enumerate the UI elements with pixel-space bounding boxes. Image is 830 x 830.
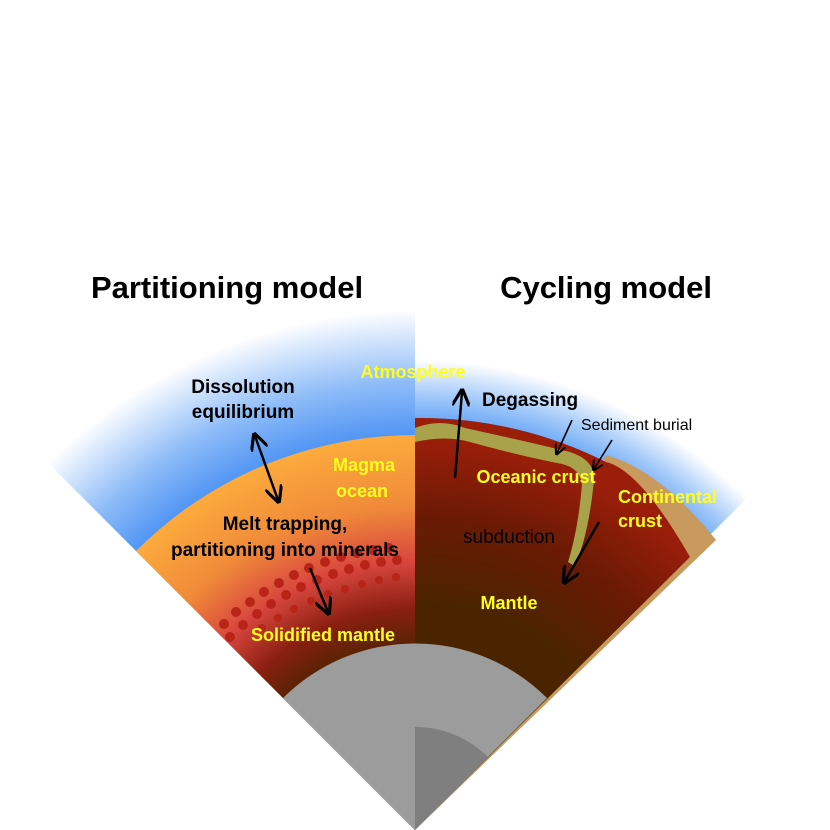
dissolution-label-line2: equilibrium (192, 402, 294, 423)
mantle-label: Mantle (480, 593, 537, 613)
sediment-burial-arrow-2 (594, 439, 613, 469)
continental-crust-label-line1: Continental (618, 487, 717, 507)
degassing-label: Degassing (482, 390, 578, 411)
oceanic-crust-slab (415, 423, 595, 566)
dissolution-label-line1: Dissolution (191, 377, 294, 398)
atmosphere-label: Atmosphere (360, 362, 465, 382)
crystal-dots (219, 543, 402, 642)
core-inner-right (415, 726, 488, 830)
melt-trapping-label-line2: partitioning into minerals (171, 540, 399, 561)
sediment-burial-label: Sediment burial (581, 417, 692, 434)
continental-crust-label-line2: crust (618, 511, 662, 531)
melt-trapping-arrow (308, 567, 328, 612)
subduction-label: subduction (463, 527, 555, 548)
partitioning-model-title: Partitioning model (91, 270, 363, 305)
subduction-arrow (565, 521, 601, 581)
magma-ocean-label-line1: Magma (333, 455, 396, 475)
cycling-model-title: Cycling model (500, 270, 712, 305)
sediment-burial-arrow-1 (557, 419, 573, 453)
magma-ocean-label-line2: ocean (336, 481, 388, 501)
oceanic-crust-label: Oceanic crust (476, 467, 595, 487)
degassing-arrow (455, 392, 462, 479)
dissolution-exchange-arrow (255, 436, 278, 500)
solidified-mantle-label: Solidified mantle (251, 625, 395, 645)
melt-trapping-label-line1: Melt trapping, (223, 514, 348, 535)
